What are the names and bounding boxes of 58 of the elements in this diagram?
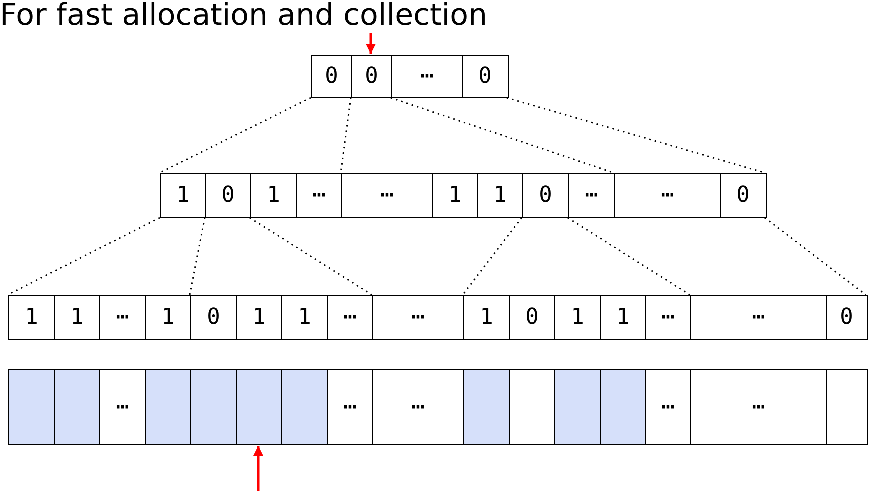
free-block-cell: ⋯ [690, 369, 828, 445]
bit-cell: ⋯ [690, 295, 828, 340]
used-block-cell [554, 369, 602, 445]
bit-cell: 1 [554, 295, 602, 340]
used-block-cell [236, 369, 282, 445]
bit-cell: 0 [205, 173, 252, 218]
bit-cell: 1 [250, 173, 298, 218]
mapping-line [340, 98, 352, 174]
mapping-line [250, 217, 372, 296]
used-block-cell [8, 369, 56, 445]
bit-cell: 0 [826, 295, 868, 340]
bit-cell: 0 [462, 55, 508, 98]
used-block-cell [281, 369, 328, 445]
bit-cell: ⋯ [391, 55, 464, 98]
used-block-cell [145, 369, 192, 445]
bit-cell: 1 [432, 173, 478, 218]
bit-cell: 0 [311, 55, 352, 98]
bit-cell: 1 [8, 295, 56, 340]
bit-cell: 1 [236, 295, 282, 340]
bit-cell: ⋯ [568, 173, 616, 218]
bit-cell: 0 [509, 295, 556, 340]
free-block-cell [509, 369, 556, 445]
bit-cell: 1 [54, 295, 100, 340]
bit-cell: 0 [720, 173, 766, 218]
bit-cell: 0 [522, 173, 570, 218]
bit-cell: 1 [477, 173, 524, 218]
bit-cell: 1 [145, 295, 192, 340]
mapping-line [160, 97, 312, 174]
bit-cell: ⋯ [614, 173, 722, 218]
used-block-cell [190, 369, 238, 445]
bit-cell: ⋯ [645, 295, 692, 340]
free-block-cell [826, 369, 868, 445]
bit-cell: ⋯ [372, 295, 464, 340]
heading: For fast allocation and collection [0, 0, 488, 32]
pointer-arrow [366, 33, 376, 54]
bit-cell: ⋯ [341, 173, 434, 218]
bit-cell: 0 [351, 55, 392, 98]
bit-cell: ⋯ [296, 173, 342, 218]
bit-cell: ⋯ [327, 295, 374, 340]
mapping-line [189, 218, 206, 296]
free-block-cell: ⋯ [327, 369, 374, 445]
free-block-cell: ⋯ [645, 369, 692, 445]
used-block-cell [54, 369, 100, 445]
mapping-line [390, 97, 614, 174]
mapping-line [462, 218, 523, 296]
bit-cell: 1 [160, 173, 206, 218]
used-block-cell [600, 369, 646, 445]
pointer-arrow [254, 446, 264, 491]
bit-cell: 1 [600, 295, 646, 340]
used-block-cell [463, 369, 510, 445]
bit-cell: ⋯ [99, 295, 146, 340]
bit-cell: 1 [463, 295, 510, 340]
free-block-cell: ⋯ [372, 369, 464, 445]
mapping-line [764, 217, 866, 296]
free-block-cell: ⋯ [99, 369, 146, 445]
bit-cell: 0 [190, 295, 238, 340]
mapping-line [568, 217, 690, 296]
bit-cell: 1 [281, 295, 328, 340]
